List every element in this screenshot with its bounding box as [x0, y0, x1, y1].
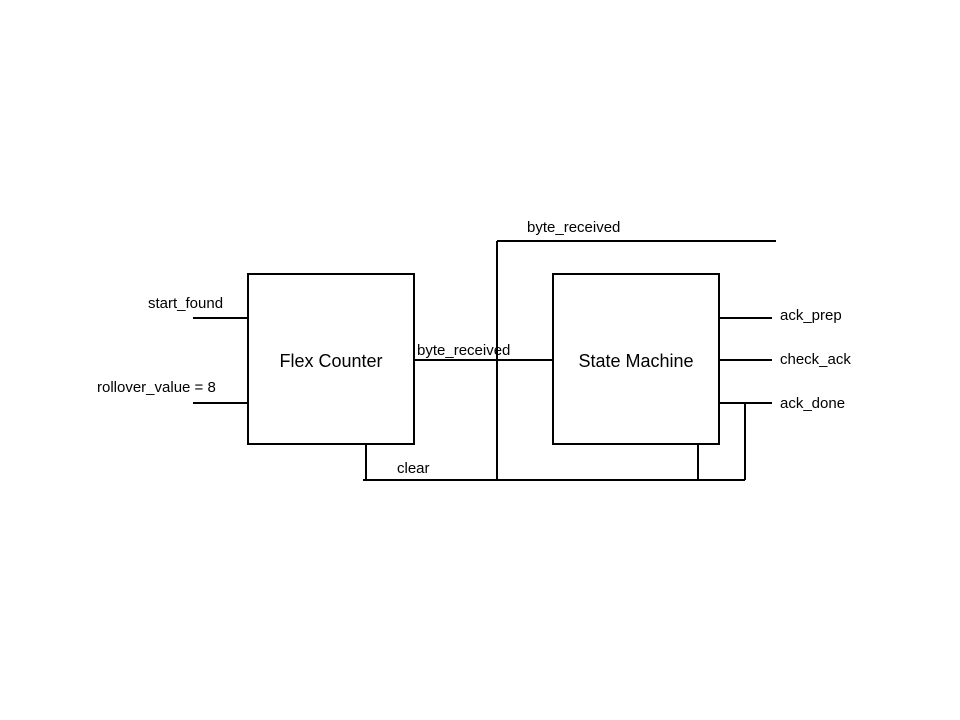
state-machine-label: State Machine: [578, 351, 693, 371]
ack-prep-label: ack_prep: [780, 307, 842, 324]
check-ack-label: check_ack: [780, 351, 851, 368]
byte-received-top-label: byte_received: [527, 219, 620, 236]
ack-done-label: ack_done: [780, 395, 845, 412]
start-found-label: start_found: [148, 295, 223, 312]
state-machine-block: [552, 273, 720, 445]
byte-received-mid-label: byte_received: [417, 342, 510, 359]
flex-counter-label: Flex Counter: [279, 351, 382, 371]
rollover-value-label: rollover_value = 8: [97, 379, 216, 396]
clear-label: clear: [397, 460, 430, 477]
flex-counter-block: [247, 273, 415, 445]
